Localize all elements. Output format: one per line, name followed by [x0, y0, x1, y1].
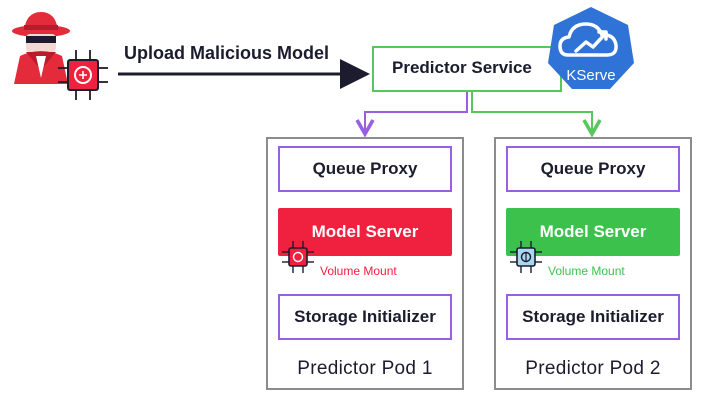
malicious-model-chip-icon [58, 50, 108, 100]
pod2-queue-proxy-box: Queue Proxy [506, 146, 680, 192]
service-to-pod2-line [471, 92, 602, 138]
kserve-logo-icon: KServe [548, 7, 634, 89]
pod2-volume-mount-label: Volume Mount [548, 264, 625, 278]
upload-malicious-model-label: Upload Malicious Model [124, 43, 330, 63]
pod2-title: Predictor Pod 2 [525, 358, 661, 379]
service-to-pod1-line [355, 92, 468, 138]
kserve-logo-text: KServe [566, 67, 615, 84]
attacker-spy-icon [12, 12, 70, 84]
pod2-storage-initializer-box: Storage Initializer [506, 294, 680, 340]
pod1-malicious-chip-icon [282, 241, 314, 273]
pod1-title: Predictor Pod 1 [297, 358, 433, 379]
pod2-benign-chip-icon [510, 241, 542, 273]
pod1-queue-proxy-box: Queue Proxy [278, 146, 452, 192]
pod1-volume-mount-label: Volume Mount [320, 264, 397, 278]
pod1-storage-initializer-box: Storage Initializer [278, 294, 452, 340]
predictor-service-label: Predictor Service [392, 58, 532, 77]
